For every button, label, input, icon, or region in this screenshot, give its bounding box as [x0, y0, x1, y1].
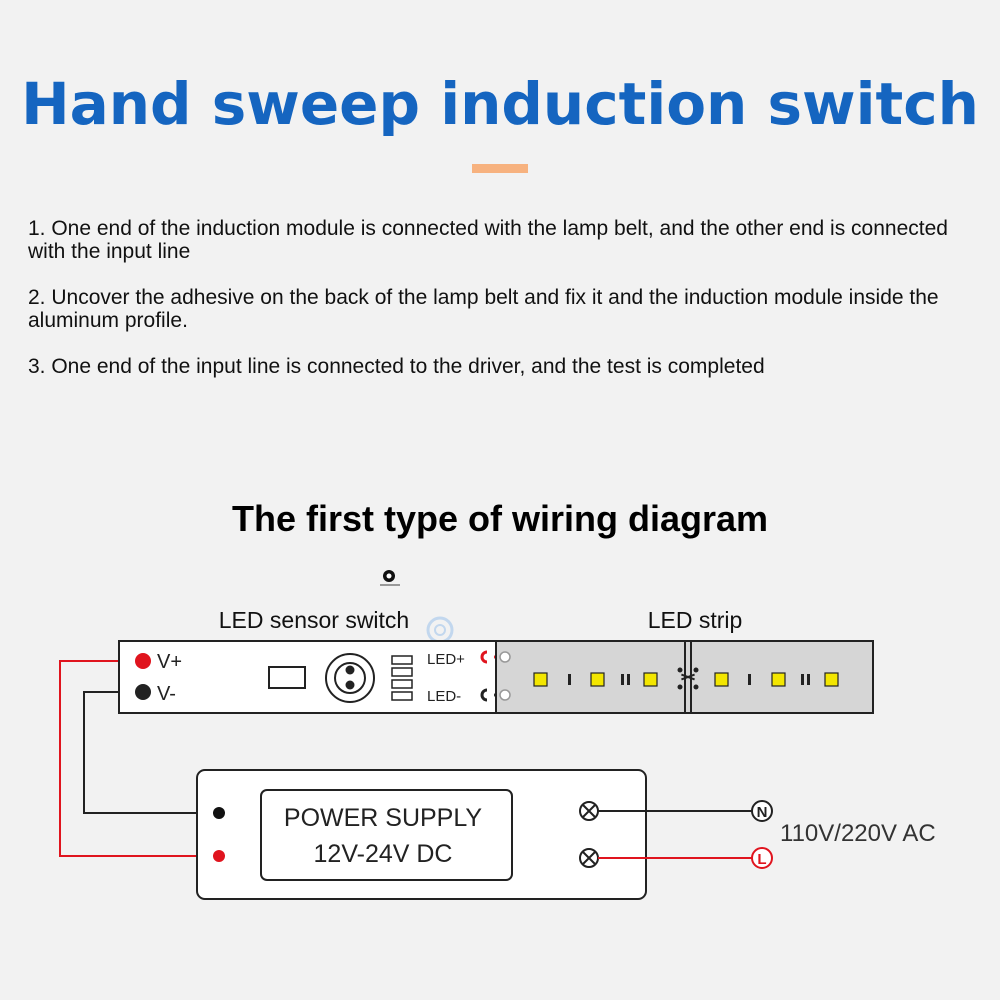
sensor-eye-icon	[325, 653, 375, 703]
led-plus-label: LED+	[427, 651, 465, 668]
v-minus-label: V-	[157, 683, 176, 705]
led-strip	[495, 640, 874, 714]
live-terminal-label: L	[757, 851, 766, 868]
watermark-icon	[426, 616, 454, 644]
dc-positive-terminal	[213, 850, 225, 862]
led-chips	[533, 672, 839, 687]
power-supply-line1: POWER SUPPLY	[284, 804, 483, 832]
dc-negative-terminal	[213, 807, 225, 819]
led-minus-label: LED-	[427, 688, 461, 705]
step-3-text: 3. One end of the input line is connecte…	[28, 355, 765, 378]
v-plus-terminal	[135, 653, 151, 669]
page-title: Hand sweep induction switch	[21, 70, 979, 138]
led-strip-label: LED strip	[648, 607, 743, 633]
live-terminal-icon: L	[751, 847, 773, 869]
neutral-terminal-icon: N	[751, 800, 773, 822]
step-2-text: 2. Uncover the adhesive on the back of t…	[28, 286, 939, 332]
v-plus-label: V+	[157, 651, 182, 673]
step-1-text: 1. One end of the induction module is co…	[28, 217, 948, 263]
neutral-terminal-label: N	[757, 804, 768, 821]
diagram-title: The first type of wiring diagram	[231, 498, 769, 539]
ac-terminal-live-icon	[579, 848, 599, 868]
negative-wire	[83, 691, 218, 814]
v-minus-terminal	[135, 684, 151, 700]
power-supply-line2: 12V-24V DC	[314, 840, 453, 868]
ac-terminal-neutral-icon	[579, 801, 599, 821]
positive-wire	[59, 660, 218, 857]
sensor-window-icon	[268, 666, 306, 689]
title-accent-bar	[472, 164, 528, 173]
resistor-marks	[568, 674, 810, 685]
ac-voltage-label: 110V/220V AC	[780, 820, 936, 847]
power-supply-unit: POWER SUPPLY 12V-24V DC	[196, 769, 647, 900]
sensor-switch-label: LED sensor switch	[219, 607, 409, 633]
power-supply-label-box	[260, 789, 513, 881]
sensor-switch-module: V+ V- LED+ LED-	[118, 640, 498, 714]
strip-cut-pads-icon	[677, 667, 699, 690]
brand-logo-icon	[380, 570, 400, 586]
indicator-bars-icon	[391, 655, 413, 701]
wiring-diagram: LED sensor switch LED strip V+ V- LED+ L…	[59, 570, 936, 900]
